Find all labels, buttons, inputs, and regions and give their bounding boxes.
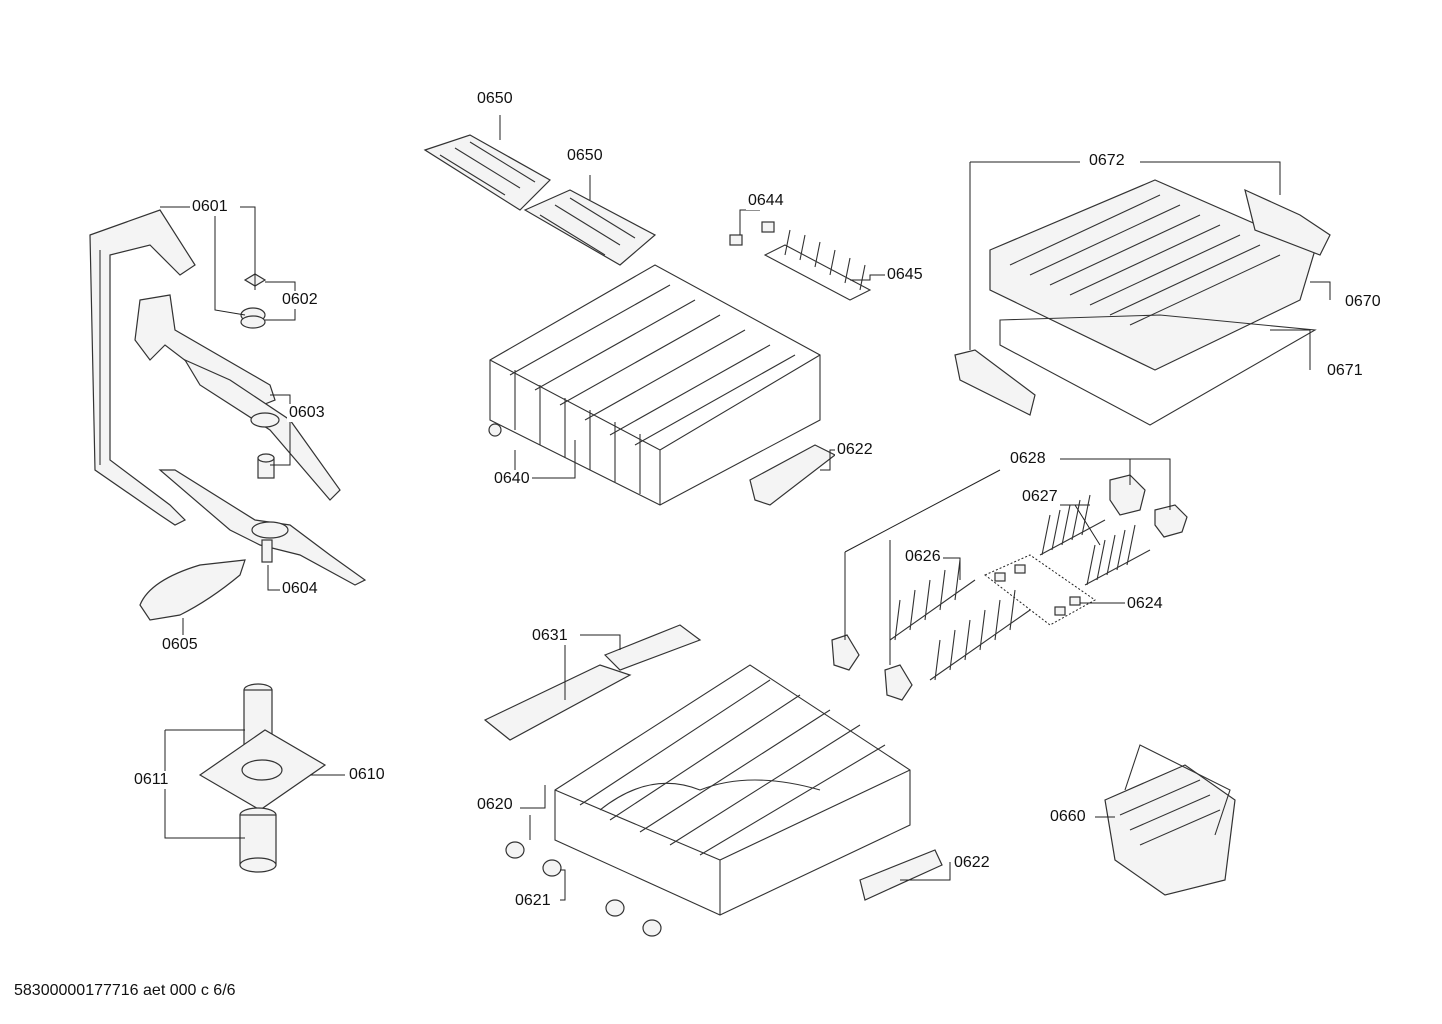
part-label-0628: 0628 xyxy=(1008,450,1048,468)
part-label-0611: 0611 xyxy=(132,771,171,789)
part-label-0650-upper: 0650 xyxy=(475,90,515,108)
part-label-0650-lower: 0650 xyxy=(565,147,605,165)
flat-filter-0610 xyxy=(198,729,327,811)
filter-cover-0605 xyxy=(139,559,246,621)
part-label-0645: 0645 xyxy=(885,266,925,284)
part-label-0605: 0605 xyxy=(160,636,200,654)
part-label-0624: 0624 xyxy=(1125,595,1165,613)
part-label-0671: 0671 xyxy=(1325,362,1365,380)
spray-pipe-0601 xyxy=(89,209,196,526)
leader-lines xyxy=(160,115,1331,901)
part-label-0644: 0644 xyxy=(746,192,786,210)
lower-basket-0620 xyxy=(554,664,911,916)
tray-rail-0671 xyxy=(999,314,1317,426)
cup-shelf-0650a xyxy=(423,134,551,211)
spikes-0631 xyxy=(483,624,702,741)
part-label-0672: 0672 xyxy=(1087,152,1127,170)
impeller-0602 xyxy=(240,273,267,329)
micro-filter-0611 xyxy=(239,807,277,873)
wheels-0621 xyxy=(505,841,662,937)
tines-0627 xyxy=(1039,494,1151,586)
part-label-0603: 0603 xyxy=(287,404,327,422)
part-label-0620: 0620 xyxy=(475,796,515,814)
part-label-0640: 0640 xyxy=(492,470,532,488)
handle-0622a xyxy=(749,444,837,506)
part-label-0627: 0627 xyxy=(1020,488,1060,506)
part-label-0610: 0610 xyxy=(347,766,387,784)
cup-shelf-0650b xyxy=(523,189,657,266)
clips-0624 xyxy=(984,554,1096,626)
part-label-0626: 0626 xyxy=(903,548,943,566)
handle-0622b xyxy=(859,849,943,901)
upper-basket-0640 xyxy=(488,264,821,506)
hinges-0628 xyxy=(831,474,1188,701)
part-label-0631: 0631 xyxy=(530,627,570,645)
tray-holder-0672b xyxy=(954,349,1036,416)
clip-0644 xyxy=(729,221,775,246)
upper-spray-arm-0603 xyxy=(134,294,341,501)
rack-insert-0645 xyxy=(763,229,872,301)
tray-side-0672 xyxy=(1244,188,1331,256)
tines-0626 xyxy=(889,559,1031,681)
part-label-0660: 0660 xyxy=(1048,808,1088,826)
part-label-0602: 0602 xyxy=(280,291,320,309)
part-label-0622-lower: 0622 xyxy=(952,854,992,872)
part-label-0670: 0670 xyxy=(1343,293,1383,311)
cutlery-basket-0660 xyxy=(1104,744,1236,896)
document-footer-code: 58300000177716 aet 000 c 6/6 xyxy=(14,982,236,999)
lower-spray-arm-0604 xyxy=(158,469,367,586)
part-label-0622-upper: 0622 xyxy=(835,441,875,459)
part-label-0601: 0601 xyxy=(190,198,230,216)
part-label-0604: 0604 xyxy=(280,580,320,598)
part-label-0621: 0621 xyxy=(513,892,553,910)
